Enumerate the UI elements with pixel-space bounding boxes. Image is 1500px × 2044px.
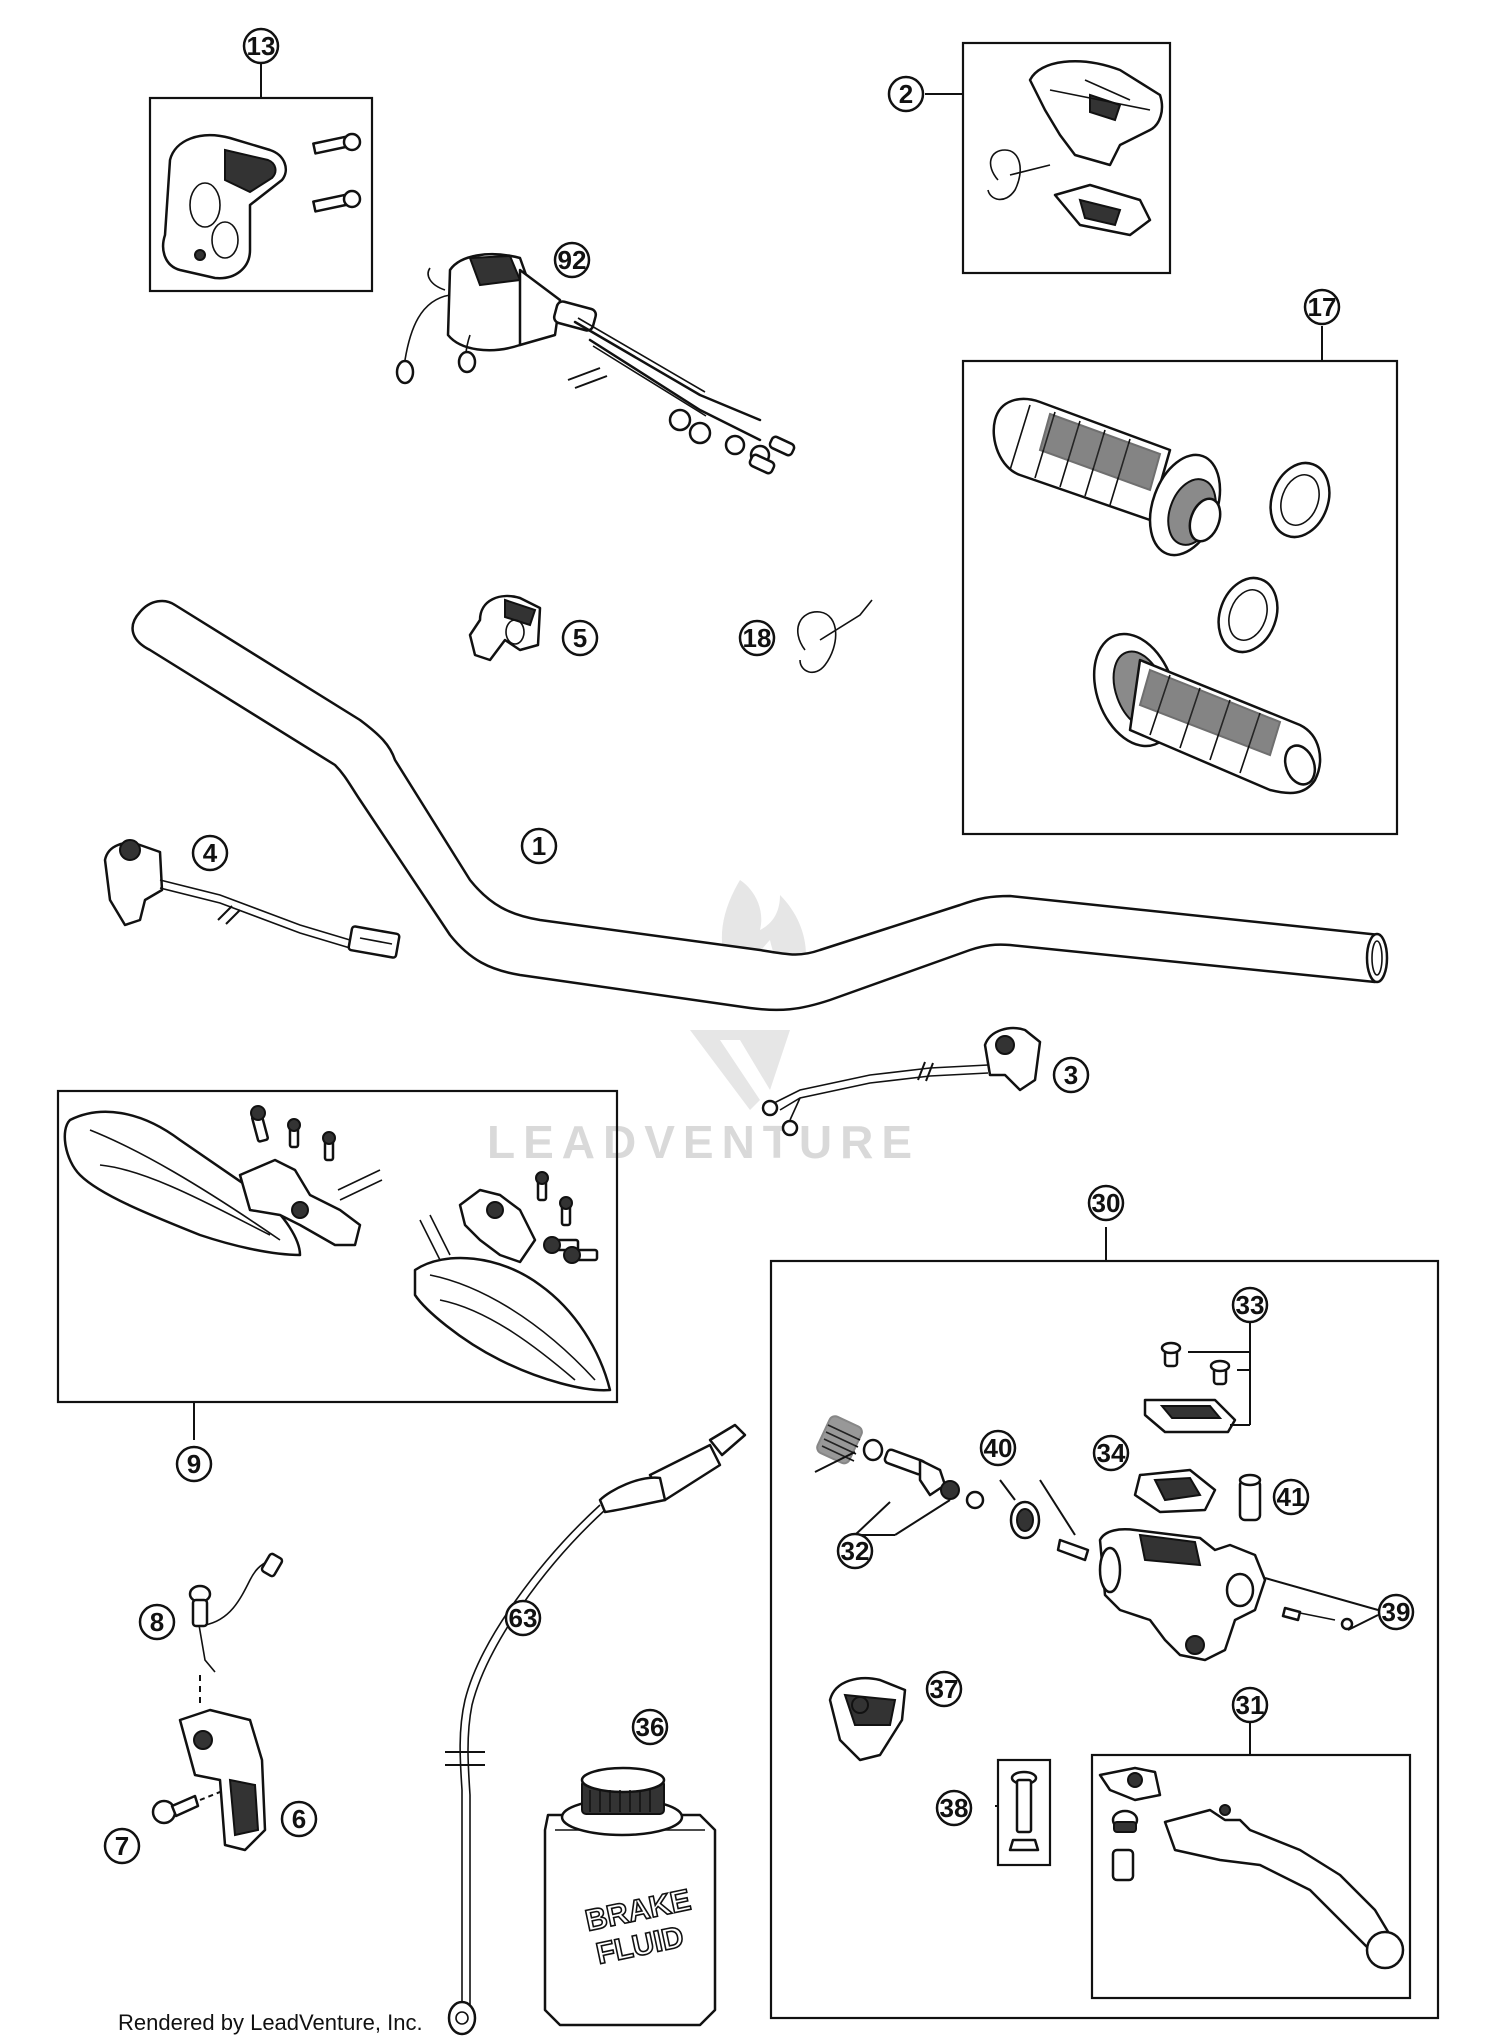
- switch-bracket-6: [178, 1708, 267, 1852]
- svg-text:34: 34: [1097, 1438, 1126, 1468]
- callout-5[interactable]: 5: [561, 619, 599, 657]
- svg-text:38: 38: [940, 1793, 969, 1823]
- box-30: [769, 1259, 1440, 2020]
- diaphragm-34: [1133, 1468, 1217, 1514]
- svg-text:92: 92: [558, 245, 587, 275]
- svg-text:41: 41: [1277, 1482, 1306, 1512]
- brake-hose-63: [445, 1423, 747, 2036]
- svg-text:6: 6: [292, 1804, 306, 1834]
- svg-text:39: 39: [1382, 1597, 1411, 1627]
- callout-4[interactable]: 4: [191, 834, 229, 872]
- throttle-assembly-92: [395, 252, 796, 475]
- box-2: [961, 41, 1172, 275]
- callout-18[interactable]: 18: [738, 619, 776, 657]
- callout-92[interactable]: 92: [553, 241, 591, 279]
- callout-41[interactable]: 41: [1272, 1478, 1310, 1516]
- box-9: [56, 1089, 619, 1404]
- svg-text:18: 18: [743, 623, 772, 653]
- callout-34[interactable]: 34: [1092, 1434, 1130, 1472]
- callout-63[interactable]: 63: [504, 1599, 542, 1637]
- callout-40[interactable]: 40: [979, 1429, 1017, 1467]
- brake-switch-8: [188, 1552, 284, 1705]
- svg-text:37: 37: [930, 1674, 959, 1704]
- callout-37[interactable]: 37: [925, 1670, 963, 1708]
- reservoir-cap-37: [828, 1676, 907, 1762]
- pivot-bolt-38: [1008, 1770, 1040, 1852]
- seal-40: [999, 1479, 1090, 1562]
- callout-2[interactable]: 2: [887, 75, 925, 113]
- callout-30[interactable]: 30: [1087, 1184, 1125, 1222]
- svg-text:5: 5: [573, 623, 587, 653]
- switch-housing-13: [161, 132, 362, 280]
- fitting-41: [1238, 1473, 1262, 1522]
- svg-text:63: 63: [509, 1603, 538, 1633]
- svg-text:33: 33: [1236, 1290, 1265, 1320]
- svg-text:2: 2: [899, 79, 913, 109]
- callout-9[interactable]: 9: [175, 1445, 213, 1483]
- callout-33[interactable]: 33: [1231, 1286, 1269, 1324]
- cable-tie-18: [796, 599, 873, 674]
- callout-1[interactable]: 1: [520, 827, 558, 865]
- footer-credit: Rendered by LeadVenture, Inc.: [118, 2010, 423, 2035]
- callout-39[interactable]: 39: [1377, 1593, 1415, 1631]
- svg-text:17: 17: [1308, 292, 1337, 322]
- svg-text:8: 8: [150, 1607, 164, 1637]
- svg-text:30: 30: [1092, 1188, 1121, 1218]
- grips-17: [992, 397, 1331, 795]
- switch-4: [103, 839, 401, 959]
- callout-32[interactable]: 32: [836, 1532, 874, 1570]
- throttle-cover-2: [987, 60, 1164, 237]
- watermark-text: LEADVENTURE: [487, 1116, 920, 1168]
- callout-8[interactable]: 8: [138, 1603, 176, 1641]
- callout-6[interactable]: 6: [280, 1800, 318, 1838]
- callout-38[interactable]: 38: [935, 1789, 973, 1827]
- svg-text:32: 32: [841, 1536, 870, 1566]
- switch-3: [761, 1026, 1042, 1137]
- brake-fluid-bottle-36: BRAKE FLUID: [543, 1766, 717, 2027]
- callout-36[interactable]: 36: [631, 1708, 669, 1746]
- svg-text:1: 1: [532, 831, 546, 861]
- brake-lever-31: [1098, 1766, 1405, 1970]
- callout-17[interactable]: 17: [1303, 288, 1341, 326]
- callout-7[interactable]: 7: [103, 1827, 141, 1865]
- piston-kit-32: [814, 1415, 985, 1536]
- svg-text:40: 40: [984, 1433, 1013, 1463]
- clamp-5: [468, 594, 542, 662]
- box-17: [961, 359, 1399, 836]
- svg-text:36: 36: [636, 1712, 665, 1742]
- screw-7: [151, 1789, 226, 1825]
- master-cylinder: [1098, 1528, 1379, 1662]
- callout-13[interactable]: 13: [242, 27, 280, 65]
- callout-3[interactable]: 3: [1052, 1056, 1090, 1094]
- handlebar: [131, 599, 1389, 1012]
- svg-text:9: 9: [187, 1449, 201, 1479]
- svg-text:31: 31: [1236, 1690, 1265, 1720]
- svg-text:3: 3: [1064, 1060, 1078, 1090]
- box-38: [996, 1758, 1052, 1867]
- callout-31[interactable]: 31: [1231, 1686, 1269, 1724]
- cover-33: [1143, 1322, 1251, 1434]
- svg-text:7: 7: [115, 1831, 129, 1861]
- svg-text:13: 13: [247, 31, 276, 61]
- svg-text:4: 4: [203, 838, 218, 868]
- hand-guards-9: [63, 1105, 612, 1392]
